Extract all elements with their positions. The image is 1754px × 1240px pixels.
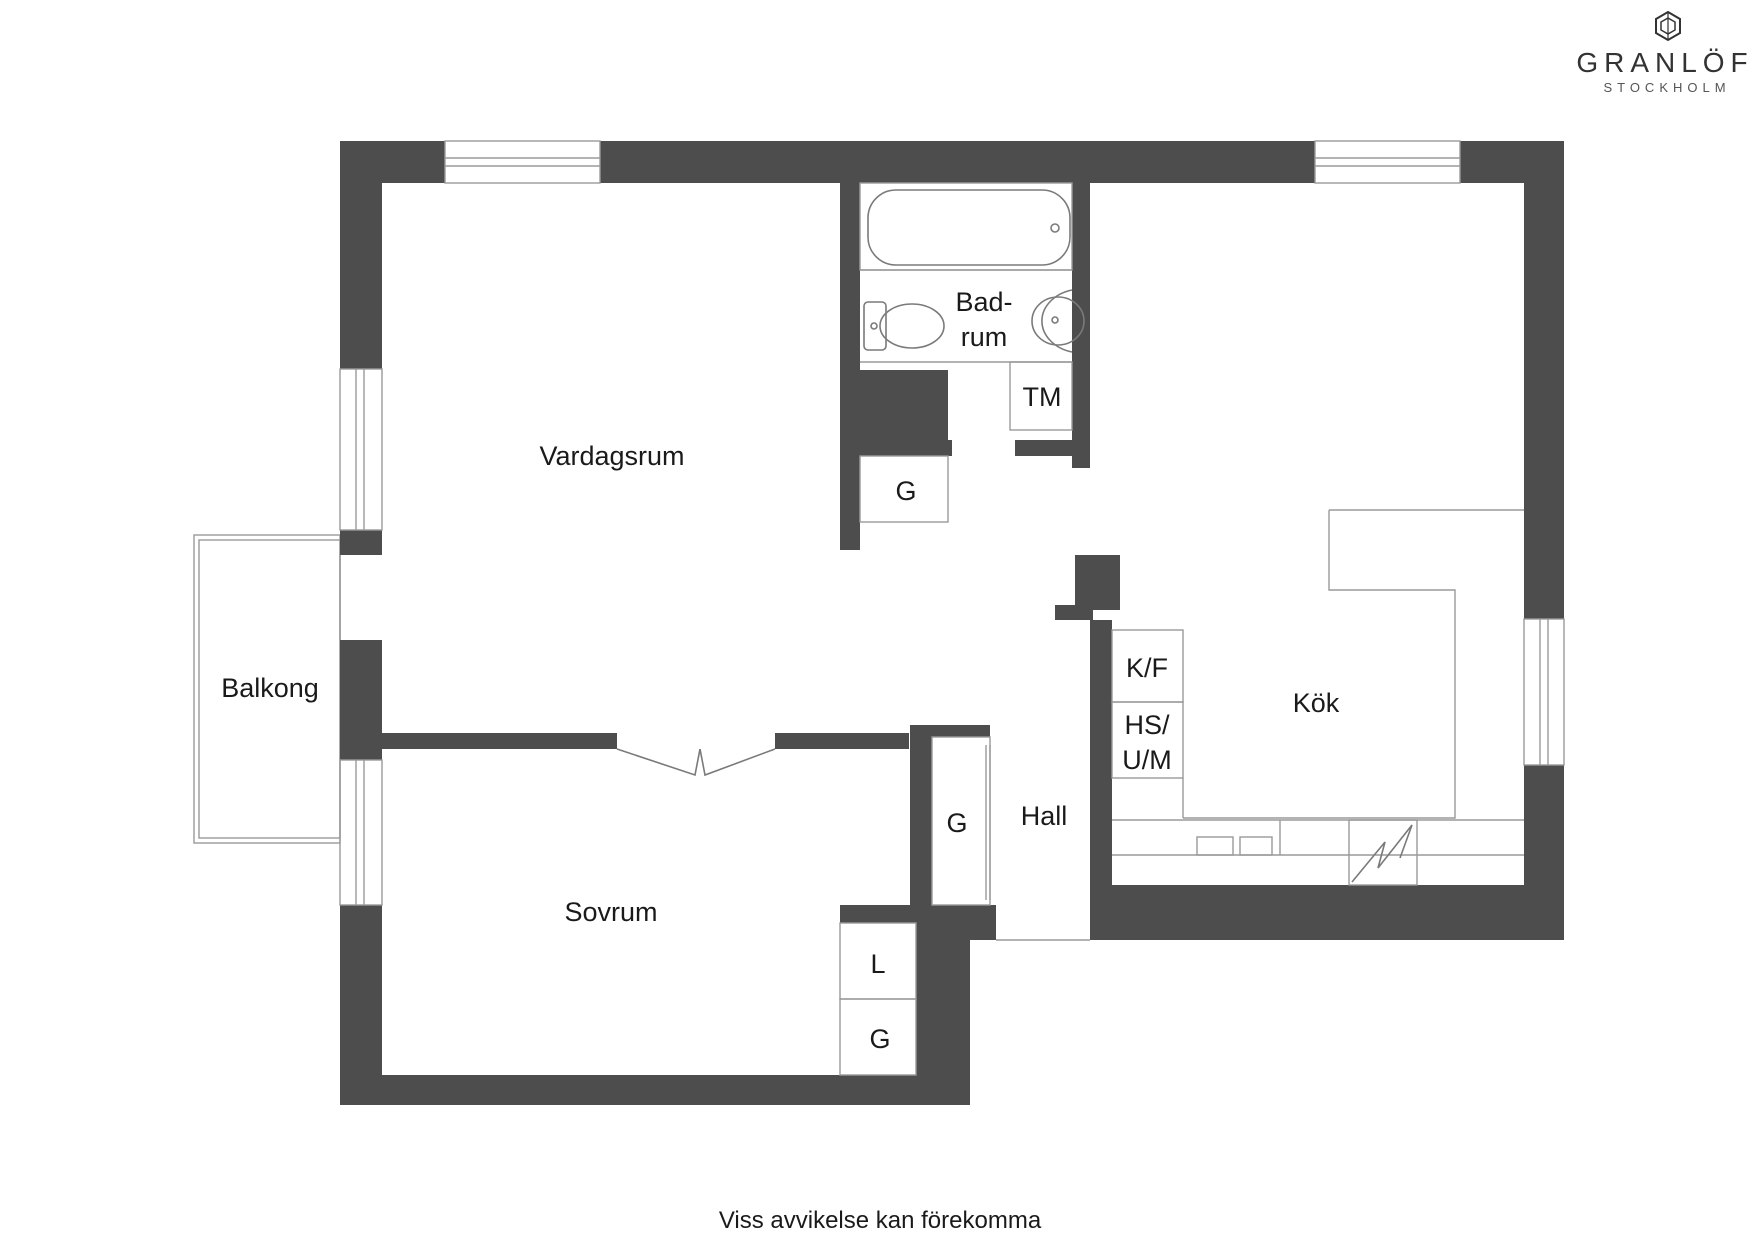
room-label-balkong: Balkong xyxy=(221,673,319,703)
stove-icon xyxy=(1348,819,1418,886)
closets xyxy=(616,736,991,1076)
windows xyxy=(339,140,1565,941)
fixture-label-hs-line2: U/M xyxy=(1122,745,1172,775)
room-label-hall: Hall xyxy=(1021,801,1068,831)
logo-emblem-icon xyxy=(1655,10,1681,42)
room-label-sovrum: Sovrum xyxy=(564,897,657,927)
room-labels: Vardagsrum Bad- rum Kök Sovrum Hall Balk… xyxy=(221,287,1340,927)
fixture-label-kf: K/F xyxy=(1126,653,1168,683)
toilet-icon xyxy=(863,301,945,351)
room-label-badrum-line2: rum xyxy=(961,322,1008,352)
fixture-label-g-hall: G xyxy=(946,808,967,838)
fixture-labels: TM G G K/F HS/ U/M L G xyxy=(869,382,1171,1054)
brand-logo: GRANLÖF STOCKHOLM xyxy=(1576,10,1753,95)
brand-city: STOCKHOLM xyxy=(1603,80,1730,95)
room-label-badrum-line1: Bad- xyxy=(955,287,1012,317)
sink-icon xyxy=(1031,289,1085,353)
fixture-label-hs-line1: HS/ xyxy=(1124,710,1170,740)
fixture-label-l: L xyxy=(870,949,885,979)
brand-name: GRANLÖF xyxy=(1576,47,1753,78)
room-label-vardagsrum: Vardagsrum xyxy=(539,441,684,471)
fixture-label-g-bed: G xyxy=(869,1024,890,1054)
room-label-kok: Kök xyxy=(1293,688,1340,718)
walls xyxy=(340,141,1564,1105)
fixture-label-g-bath: G xyxy=(895,476,916,506)
kitchen-fixtures xyxy=(1111,509,1524,886)
bathroom-fixtures xyxy=(859,182,1085,523)
disclaimer-text: Viss avvikelse kan förekomma xyxy=(719,1207,1042,1234)
fixture-label-tm: TM xyxy=(1023,382,1062,412)
